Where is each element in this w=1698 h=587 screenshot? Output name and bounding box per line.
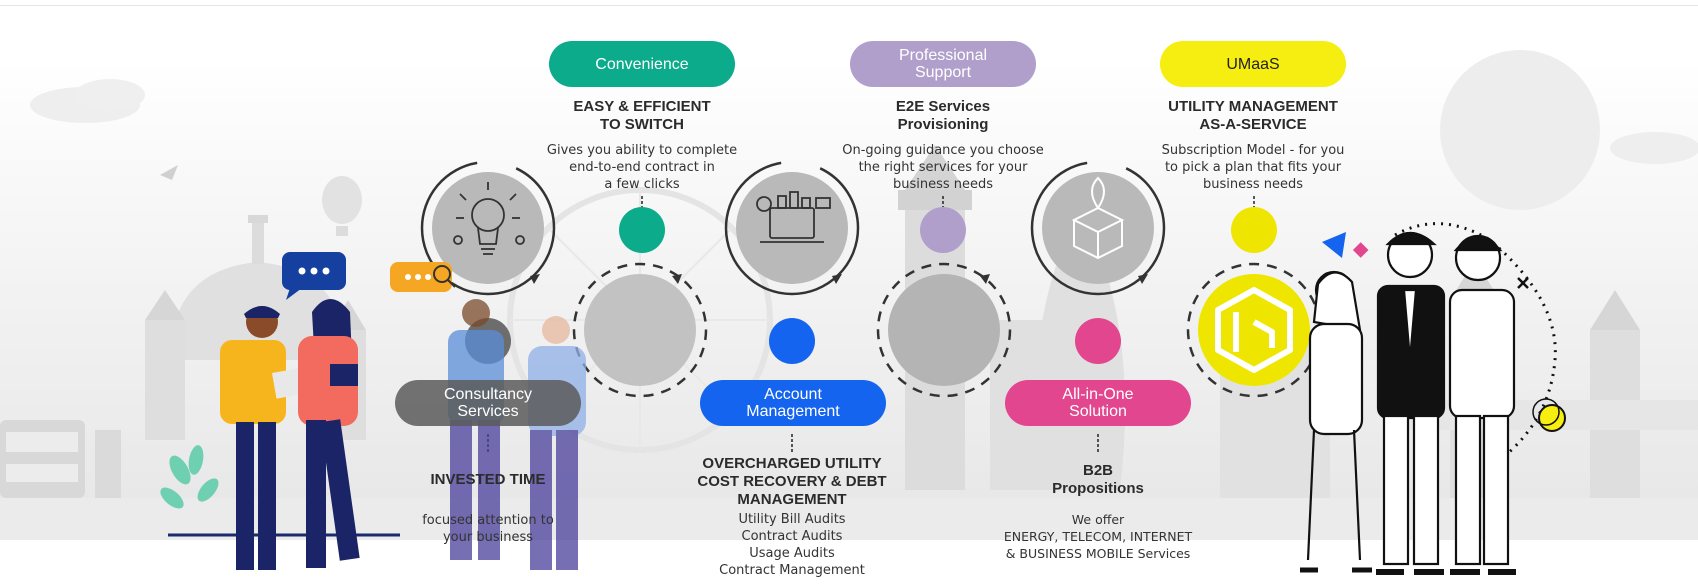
heading-e2e-services: E2E Services Provisioning <box>895 98 991 133</box>
pill-all-in-one-solution: All-in-One Solution <box>1005 380 1191 426</box>
pill-convenience: Convenience <box>549 41 735 87</box>
desc-umaas: Subscription Model - for you to pick a p… <box>1161 143 1345 192</box>
heading-b2b-propositions: B2B Propositions <box>1052 462 1144 497</box>
top-divider <box>0 5 1698 6</box>
desc-convenience: Gives you ability to complete end-to-end… <box>546 143 738 192</box>
pill-convenience-label: Convenience <box>595 55 689 73</box>
pill-all-in-one-solution-label: All-in-One Solution <box>1062 386 1134 420</box>
desc-account-management: Utility Bill Audits Contract Audits Usag… <box>719 512 865 578</box>
desc-all-in-one: We offer ENERGY, TELECOM, INTERNET & BUS… <box>1003 512 1193 561</box>
pill-consultancy-services-label: Consultancy Services <box>443 386 533 420</box>
heading-overcharged-utility: OVERCHARGED UTILITY COST RECOVERY & DEBT… <box>697 455 887 508</box>
pill-umaas-label: UMaaS <box>1226 55 1280 73</box>
desc-consultancy: focused attention to your business <box>422 513 554 545</box>
pill-account-management-label: Account Management <box>746 386 840 420</box>
pill-consultancy-services: Consultancy Services <box>395 380 581 426</box>
desc-professional: On-going guidance you choose the right s… <box>842 143 1044 192</box>
heading-utility-management: UTILITY MANAGEMENT AS-A-SERVICE <box>1168 98 1338 133</box>
pill-umaas: UMaaS <box>1160 41 1346 87</box>
heading-easy-efficient: EASY & EFFICIENT TO SWITCH <box>573 98 711 133</box>
pill-account-management: Account Management <box>700 380 886 426</box>
pill-professional-support-label: Professional Support <box>898 47 988 81</box>
pill-professional-support: Professional Support <box>850 41 1036 87</box>
heading-invested-time: INVESTED TIME <box>430 471 546 488</box>
